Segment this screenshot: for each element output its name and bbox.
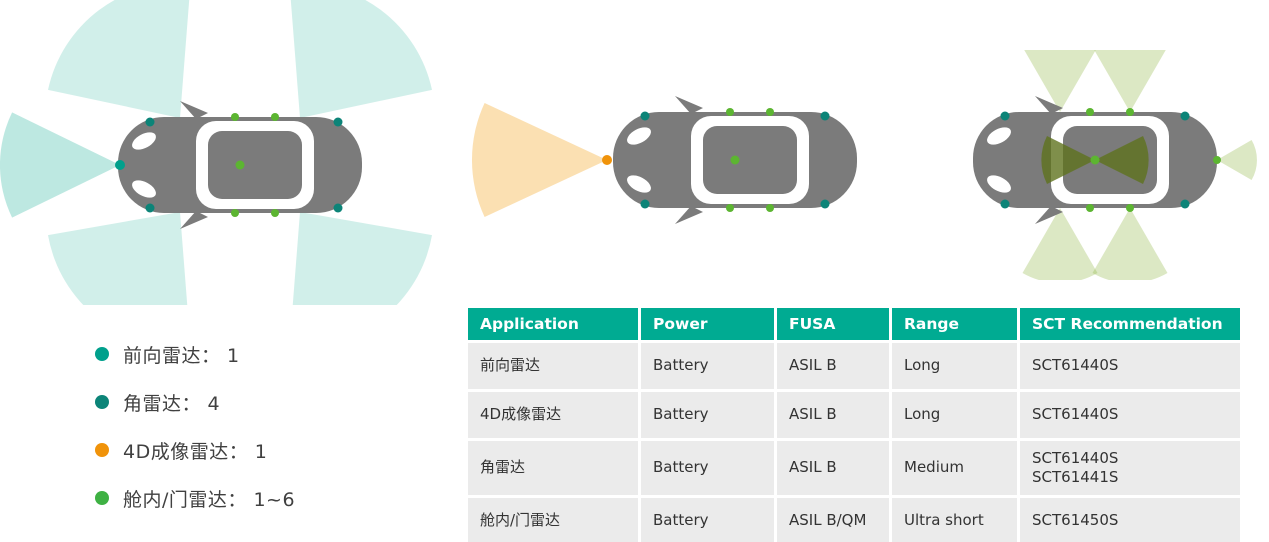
legend-item-cabin-radar: 舱内/门雷达： 1~6: [95, 486, 296, 511]
corner-radar-dot-icon: [1180, 199, 1190, 209]
cabin-radar-dot-icon: [231, 209, 239, 217]
door-radar-fans: [1022, 50, 1257, 280]
table-row: 舱内/门雷达 Battery ASIL B/QM Ultra short SCT…: [468, 498, 1240, 542]
corner-radar-dot-icon: [1000, 199, 1010, 209]
cell-fusa: ASIL B/QM: [777, 498, 889, 542]
corner-radar-dot-icon: [1180, 111, 1190, 121]
radar-spec-table: Application Power FUSA Range SCT Recomme…: [465, 305, 1243, 542]
cabin-radar-dot-icon: [231, 113, 239, 121]
table-row: 4D成像雷达 Battery ASIL B Long SCT61440S: [468, 392, 1240, 438]
column-header-fusa: FUSA: [777, 308, 889, 340]
cabin-radar-dot-icon: [271, 113, 279, 121]
corner-radar-dot-icon: [820, 111, 830, 121]
column-header-power: Power: [641, 308, 774, 340]
corner-radar-dot-icon: [145, 117, 155, 127]
column-header-sct-recommendation: SCT Recommendation: [1020, 308, 1240, 340]
corner-radar-dot-icon: [95, 395, 109, 409]
cell-power: Battery: [641, 343, 774, 389]
cabin-radar-dot-icon: [730, 155, 740, 165]
cabin-radar-dot-icon: [1086, 108, 1094, 116]
cell-sct: SCT61440S: [1020, 392, 1240, 438]
cell-sct: SCT61440S SCT61441S: [1020, 441, 1240, 495]
cell-range: Ultra short: [892, 498, 1017, 542]
cabin-radar-dot-icon: [95, 491, 109, 505]
corner-radar-dot-icon: [640, 111, 650, 121]
radar-legend: 前向雷达： 1 角雷达： 4 4D成像雷达： 1 舱内/门雷达： 1~6: [95, 342, 295, 534]
cell-fusa: ASIL B: [777, 441, 889, 495]
cabin-radar-dot-icon: [726, 204, 734, 212]
legend-item-corner-radar: 角雷达： 4: [95, 390, 295, 415]
corner-radar-dot-icon: [145, 203, 155, 213]
cell-power: Battery: [641, 441, 774, 495]
cabin-radar-dot-icon: [766, 204, 774, 212]
cabin-radar-dot-icon: [1126, 108, 1134, 116]
corner-radar-fans: [48, 0, 432, 305]
cell-application: 4D成像雷达: [468, 392, 638, 438]
legend-label: 舱内/门雷达： 1~6: [123, 488, 296, 511]
cell-application: 前向雷达: [468, 343, 638, 389]
forward-radar-dot-icon: [115, 160, 125, 170]
cell-application: 角雷达: [468, 441, 638, 495]
cell-power: Battery: [641, 498, 774, 542]
legend-item-forward-radar: 前向雷达： 1: [95, 342, 295, 367]
legend-item-imaging-radar: 4D成像雷达： 1: [95, 438, 295, 463]
cell-power: Battery: [641, 392, 774, 438]
cell-range: Long: [892, 343, 1017, 389]
cabin-radar-dot-icon: [1213, 156, 1221, 164]
cabin-radar-dot-icon: [271, 209, 279, 217]
cabin-radar-dot-icon: [1090, 155, 1100, 165]
cabin-radar-dot-icon: [766, 108, 774, 116]
table-header-row: Application Power FUSA Range SCT Recomme…: [468, 308, 1240, 340]
cabin-radar-dot-icon: [1126, 204, 1134, 212]
cell-range: Medium: [892, 441, 1017, 495]
sensor-dots: [1000, 108, 1221, 212]
corner-radar-dot-icon: [333, 203, 343, 213]
corner-radar-dot-icon: [1000, 111, 1010, 121]
cabin-door-radar-car-diagram: [973, 50, 1257, 280]
column-header-range: Range: [892, 308, 1017, 340]
table-row: 前向雷达 Battery ASIL B Long SCT61440S: [468, 343, 1240, 389]
cabin-radar-dot-icon: [1086, 204, 1094, 212]
legend-label: 角雷达： 4: [123, 392, 221, 415]
imaging-radar-dot-icon: [602, 155, 612, 165]
cell-fusa: ASIL B: [777, 343, 889, 389]
corner-radar-dot-icon: [333, 117, 343, 127]
cabin-radar-bowtie-fan: [1041, 136, 1149, 184]
legend-label: 4D成像雷达： 1: [123, 440, 268, 463]
column-header-application: Application: [468, 308, 638, 340]
sensor-dots: [602, 108, 830, 212]
cell-range: Long: [892, 392, 1017, 438]
sensor-dots: [115, 113, 343, 217]
cell-application: 舱内/门雷达: [468, 498, 638, 542]
corner-radar-dot-icon: [820, 199, 830, 209]
forward-radar-fan: [0, 112, 120, 218]
forward-radar-dot-icon: [95, 347, 109, 361]
cabin-radar-dot-icon: [726, 108, 734, 116]
table-row: 角雷达 Battery ASIL B Medium SCT61440S SCT6…: [468, 441, 1240, 495]
cell-sct: SCT61450S: [1020, 498, 1240, 542]
imaging-radar-fan: [471, 103, 607, 217]
4d-imaging-radar-car-diagram: [471, 96, 857, 224]
cell-fusa: ASIL B: [777, 392, 889, 438]
imaging-radar-dot-icon: [95, 443, 109, 457]
cell-sct: SCT61440S: [1020, 343, 1240, 389]
corner-radar-dot-icon: [640, 199, 650, 209]
cabin-radar-dot-icon: [235, 160, 245, 170]
legend-label: 前向雷达： 1: [123, 344, 240, 367]
forward-corner-radar-car-diagram: [0, 0, 432, 305]
